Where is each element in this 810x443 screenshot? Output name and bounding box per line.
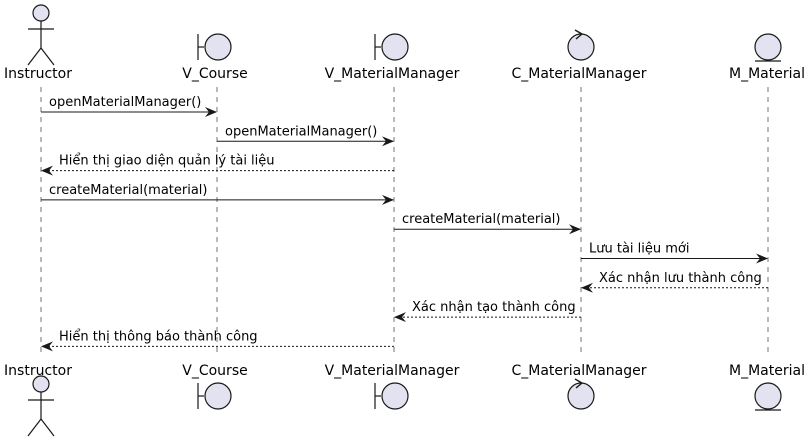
boundary-icon — [374, 382, 409, 410]
participant-name-bottom: V_MaterialManager — [325, 363, 460, 379]
participant-name-bottom: C_MaterialManager — [511, 363, 646, 379]
control-icon — [567, 29, 595, 61]
participant-name-bottom: M_Material — [729, 363, 805, 379]
actor-head — [32, 4, 50, 22]
entity-circle — [754, 382, 782, 410]
message-label: createMaterial(material) — [49, 183, 207, 198]
actor-icon — [27, 4, 55, 66]
message-label: Hiển thị thông báo thành công — [59, 329, 258, 344]
actor-leg-left — [27, 47, 42, 66]
message-label: openMaterialManager() — [225, 124, 377, 139]
entity-icon — [754, 33, 782, 62]
boundary-icon — [197, 382, 232, 410]
participant-name-bottom: V_Course — [182, 363, 247, 379]
control-circle — [567, 382, 595, 410]
control-arrow — [574, 29, 583, 40]
boundary-circle — [204, 382, 232, 410]
control-circle — [567, 33, 595, 61]
actor-leg-right — [40, 418, 55, 437]
message-label: createMaterial(material) — [402, 212, 560, 227]
participant-name-bottom: Instructor — [4, 363, 72, 379]
participant-name-top: C_MaterialManager — [511, 66, 646, 82]
boundary-icon — [197, 33, 232, 61]
entity-circle — [754, 33, 782, 61]
participant-name-top: Instructor — [4, 66, 72, 82]
boundary-icon — [374, 33, 409, 61]
actor-leg-right — [40, 47, 55, 66]
entity-icon — [754, 382, 782, 411]
message-label: Lưu tài liệu mới — [589, 242, 689, 257]
boundary-circle — [204, 33, 232, 61]
message-label: Xác nhận lưu thành công — [599, 271, 762, 286]
message-label: Xác nhận tạo thành công — [412, 300, 576, 315]
control-arrow — [574, 378, 583, 389]
message-label: openMaterialManager() — [49, 95, 201, 110]
actor-icon — [27, 375, 55, 437]
control-icon — [567, 378, 595, 410]
boundary-circle — [381, 33, 409, 61]
participant-name-top: M_Material — [729, 66, 805, 82]
participant-name-top: V_MaterialManager — [325, 66, 460, 82]
boundary-circle — [381, 382, 409, 410]
actor-leg-left — [27, 418, 42, 437]
message-label: Hiển thị giao diện quản lý tài liệu — [59, 154, 275, 169]
participant-name-top: V_Course — [182, 66, 247, 82]
